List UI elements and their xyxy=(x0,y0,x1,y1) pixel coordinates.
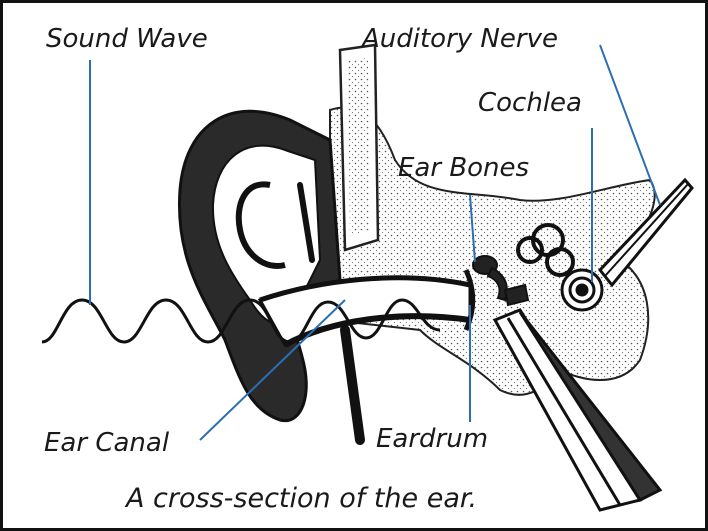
label-cochlea: Cochlea xyxy=(478,90,582,116)
label-sound-wave: Sound Wave xyxy=(46,26,208,52)
cochlea-shape xyxy=(562,270,602,310)
caption: A cross-section of the ear. xyxy=(126,485,477,512)
styloid-process xyxy=(345,330,360,440)
label-auditory-nerve: Auditory Nerve xyxy=(362,26,558,52)
label-ear-canal: Ear Canal xyxy=(44,430,169,456)
skull-tissue xyxy=(330,107,655,394)
label-ear-bones: Ear Bones xyxy=(398,155,529,181)
leader-auditory-nerve xyxy=(600,45,660,205)
label-eardrum: Eardrum xyxy=(376,426,488,452)
